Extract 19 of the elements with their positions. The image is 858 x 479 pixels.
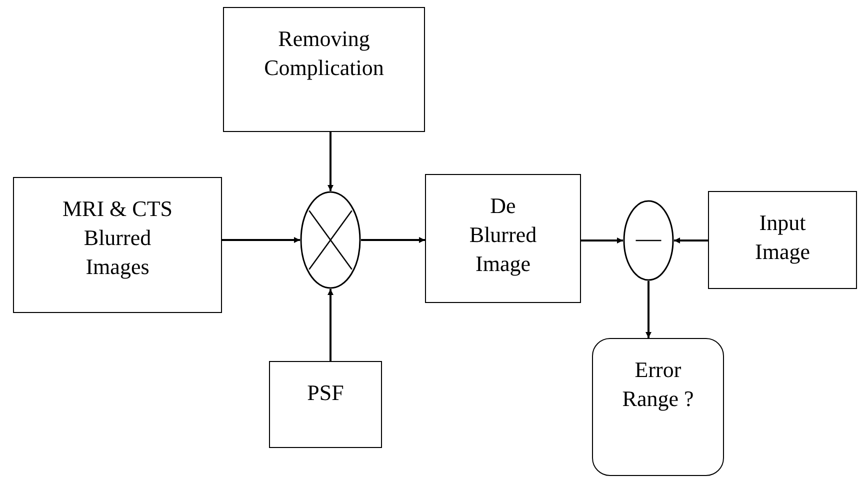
arrow	[361, 237, 425, 243]
process-box	[425, 174, 581, 303]
arrow	[222, 237, 300, 243]
terminal-box	[592, 338, 724, 476]
box-label: Removing Complication	[263, 25, 385, 82]
arrow	[646, 281, 652, 338]
box-label: MRI & CTS Blurred Images	[61, 195, 174, 281]
box-label: PSF	[307, 379, 344, 407]
process-box	[269, 361, 382, 448]
process-box	[13, 177, 222, 313]
box-label: De Blurred Image	[468, 192, 538, 278]
arrow	[581, 238, 623, 244]
box-label: Input Image	[754, 209, 811, 266]
process-box	[223, 7, 425, 132]
arrow	[328, 289, 334, 361]
arrow	[674, 238, 708, 244]
process-box	[708, 191, 857, 289]
arrow	[328, 132, 334, 191]
box-label: Error Range ?	[621, 356, 695, 413]
